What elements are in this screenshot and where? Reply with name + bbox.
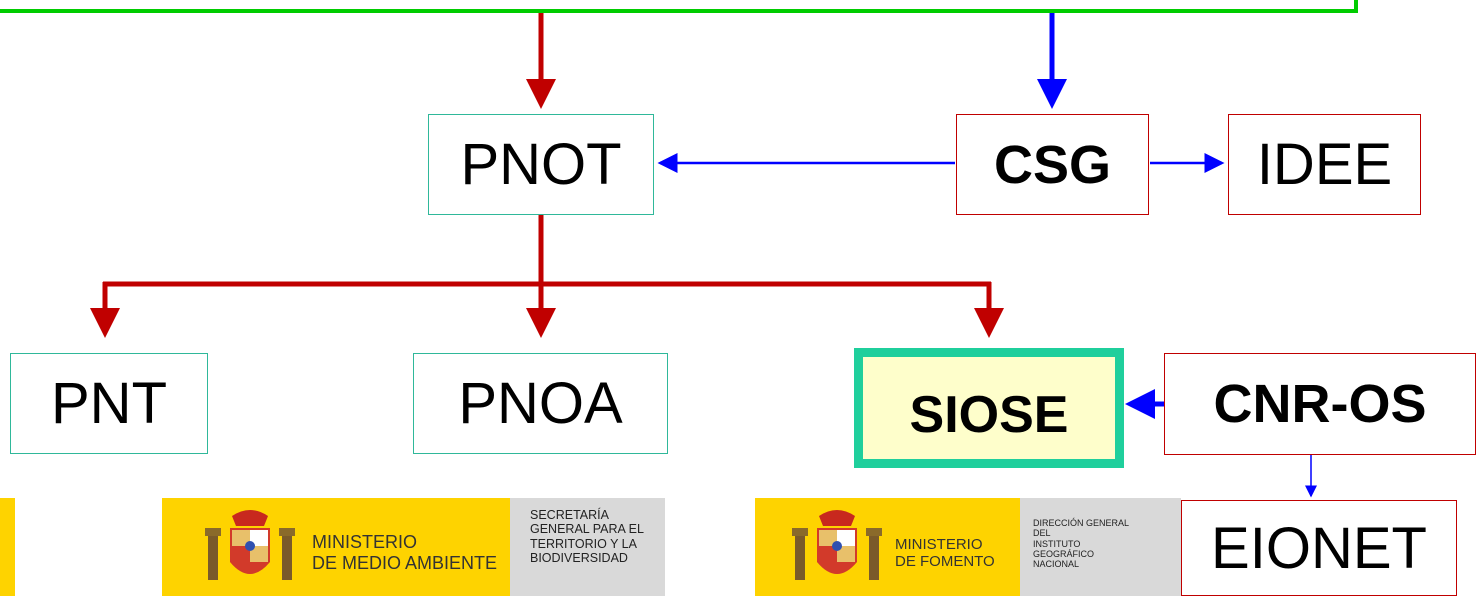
node-cnr-os: CNR-OS	[1164, 353, 1476, 455]
node-pnoa: PNOA	[413, 353, 668, 454]
node-eionet: EIONET	[1181, 500, 1457, 596]
coat-of-arms-icon	[205, 510, 295, 580]
node-pnt: PNT	[10, 353, 208, 454]
node-siose: SIOSE	[854, 348, 1124, 468]
node-idee: IDEE	[1228, 114, 1421, 215]
logo-fragment-left	[0, 498, 15, 596]
logo-ministry-name: MINISTERIO DE MEDIO AMBIENTE	[312, 532, 498, 573]
node-csg: CSG	[956, 114, 1149, 215]
logo-medio-ambiente: MINISTERIO DE MEDIO AMBIENTE SECRETARÍA …	[162, 498, 665, 596]
coat-of-arms-icon	[792, 510, 882, 580]
top-frame-edge	[0, 0, 1358, 13]
logo-department-name: SECRETARÍA GENERAL PARA EL TERRITORIO Y …	[530, 508, 644, 566]
logo-fomento: MINISTERIO DE FOMENTO DIRECCIÓN GENERAL …	[755, 498, 1181, 596]
node-pnot: PNOT	[428, 114, 654, 215]
logo-department-name: DIRECCIÓN GENERAL DEL INSTITUTO GEOGRÁFI…	[1033, 518, 1130, 570]
arrow-pnot-tree	[90, 214, 1004, 338]
logo-ministry-name: MINISTERIO DE FOMENTO	[895, 536, 995, 571]
